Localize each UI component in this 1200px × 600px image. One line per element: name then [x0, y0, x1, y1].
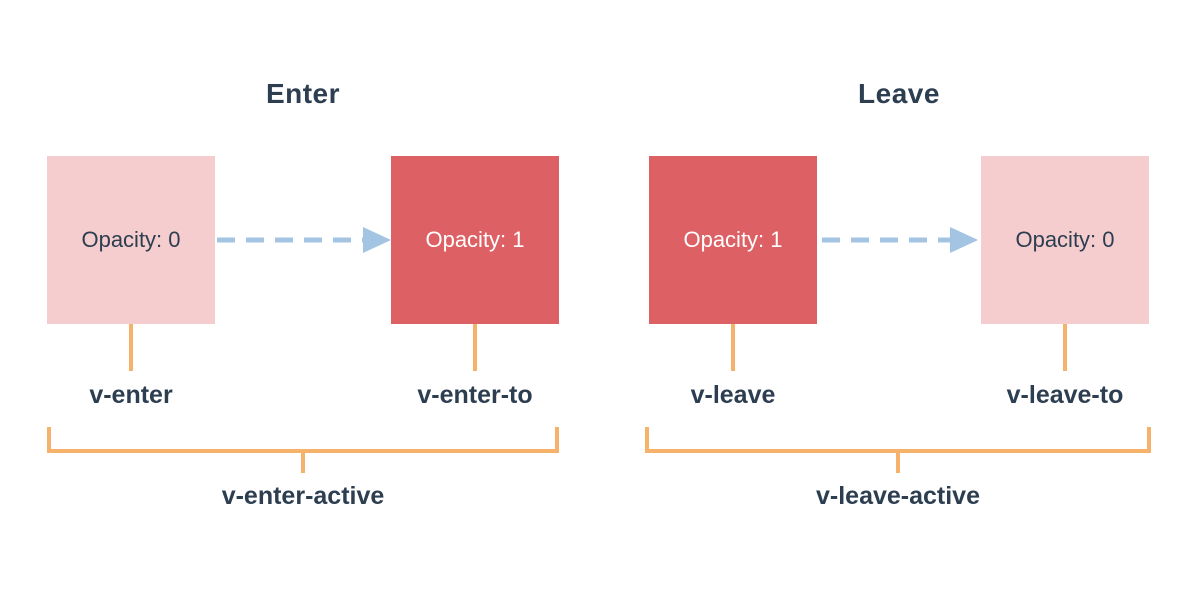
enter-start-connector-line: [129, 324, 133, 371]
enter-end-connector-line: [473, 324, 477, 371]
enter-active-class-label: v-enter-active: [221, 482, 385, 510]
enter-start-box: Opacity: 0: [47, 156, 215, 324]
leave-to-class-label: v-leave-to: [1006, 381, 1124, 409]
enter-end-box: Opacity: 1: [391, 156, 559, 324]
leave-end-connector-line: [1063, 324, 1067, 371]
leave-start-connector-line: [731, 324, 735, 371]
leave-end-box: Opacity: 0: [981, 156, 1149, 324]
enter-active-bracket-tick: [301, 453, 305, 473]
leave-end-opacity-label: Opacity: 0: [1015, 227, 1115, 252]
dashed-arrow-icon: [217, 227, 391, 253]
enter-start-opacity-label: Opacity: 0: [81, 227, 181, 252]
enter-to-class-label: v-enter-to: [417, 381, 533, 409]
leave-active-range-bracket: [645, 427, 1151, 453]
leave-start-box: Opacity: 1: [649, 156, 817, 324]
enter-section-title: Enter: [265, 78, 341, 109]
leave-section-title: Leave: [858, 78, 940, 109]
leave-start-class-label: v-leave: [690, 381, 776, 409]
enter-active-range-bracket: [47, 427, 559, 453]
enter-end-opacity-label: Opacity: 1: [425, 227, 525, 252]
dashed-arrow-icon: [822, 227, 978, 253]
enter-start-class-label: v-enter: [89, 381, 173, 409]
leave-active-class-label: v-leave-active: [815, 482, 980, 510]
leave-active-bracket-tick: [896, 453, 900, 473]
leave-start-opacity-label: Opacity: 1: [683, 227, 783, 252]
